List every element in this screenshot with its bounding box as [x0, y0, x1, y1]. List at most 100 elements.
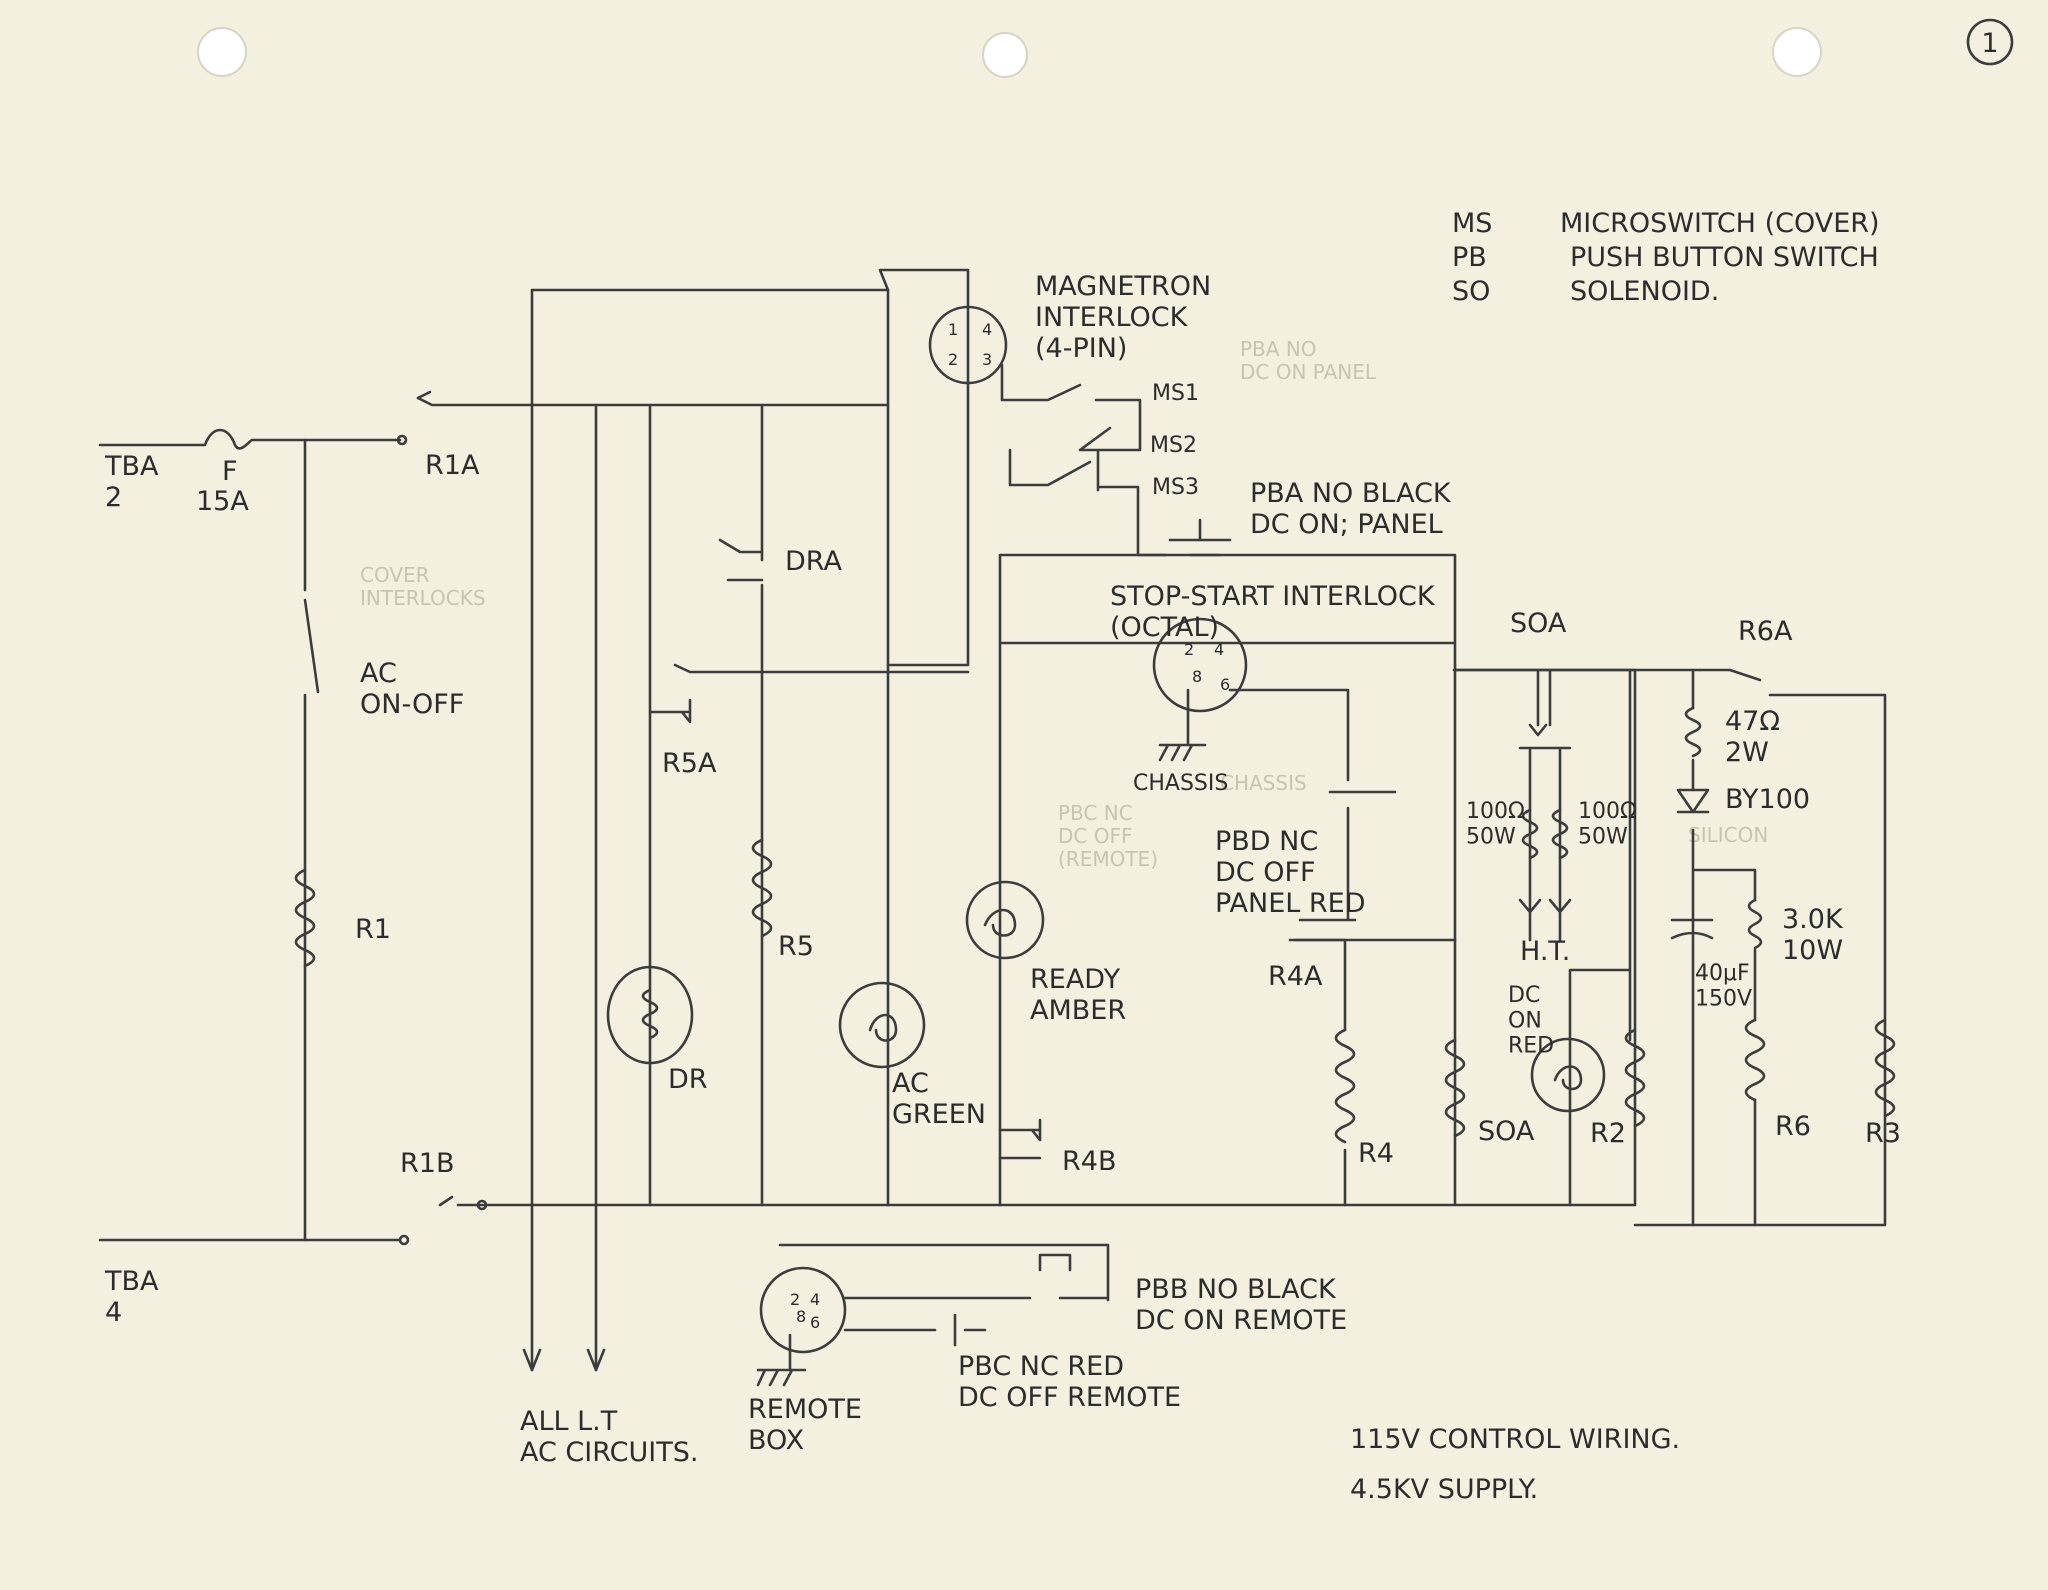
r1a-contact [396, 434, 408, 446]
r6-branch [1670, 668, 1757, 1227]
mag-pin-2: 2 [948, 350, 958, 369]
label-line: ALL L.T [520, 1406, 618, 1437]
label-line: 2 [105, 482, 122, 513]
label-ms3: MS3 [1152, 475, 1199, 500]
r5-coil [751, 838, 773, 938]
r6a-wiring [1633, 668, 1887, 1227]
ac-lamp-filament [868, 1013, 898, 1042]
octal-pin-2: 2 [1184, 640, 1194, 659]
r1b-contact-left [398, 1234, 410, 1246]
label-line: 10W [1782, 935, 1843, 966]
label-r1a: R1A [425, 450, 480, 481]
pbd-wiring [1228, 688, 1457, 942]
label-line: PBD NC [1215, 826, 1318, 857]
r2-coil [1624, 1028, 1646, 1128]
remote-pin-2: 2 [790, 1290, 800, 1309]
magnetron-connector [928, 305, 1008, 385]
top-bus [416, 396, 890, 407]
label-chassis: CHASSIS [1133, 771, 1228, 796]
label-stop-start: STOP-START INTERLOCK(OCTAL) [1110, 581, 1436, 643]
mag-pin-4: 4 [982, 320, 992, 339]
legend: MS MICROSWITCH (COVER) PB PUSH BUTTON SW… [1452, 208, 1880, 307]
dc-on-filament [1553, 1065, 1583, 1091]
r1b-contact-right [476, 1199, 488, 1211]
label-line: PBA NO BLACK [1250, 478, 1452, 509]
r4b-contact [998, 1118, 1042, 1160]
label-supply: 4.5KV SUPPLY. [1350, 1474, 1538, 1505]
label-line: READY [1030, 964, 1121, 995]
faint-note-silicon: SILICON [1688, 823, 1768, 847]
label-ms1: MS1 [1152, 381, 1199, 406]
by100-diode [1676, 788, 1710, 814]
label-dr: DR [668, 1064, 708, 1095]
label-r4b: R4B [1062, 1146, 1116, 1177]
ht-resistors [1521, 808, 1569, 860]
label-line: AMBER [1030, 995, 1126, 1026]
label-line: 50W [1466, 824, 1516, 849]
dr-lamp [606, 965, 694, 1065]
label-line: PBB NO BLACK [1135, 1274, 1337, 1305]
label-line: RED [1508, 1034, 1554, 1059]
r6-series-resistor [1684, 706, 1702, 758]
label-line: DC [1508, 983, 1540, 1008]
octal-pin-8: 8 [1192, 667, 1202, 686]
octal-pin-6: 6 [1220, 675, 1230, 694]
octal-pin-4: 4 [1214, 640, 1224, 659]
remote-wiring [756, 1243, 1110, 1387]
r1-branch [303, 438, 320, 1242]
ready-lamp-filament [983, 908, 1017, 937]
label-line: BOX [748, 1425, 804, 1456]
legend-abbr-so: SO [1452, 276, 1490, 307]
label-line: 40μF [1695, 961, 1750, 986]
label-line: GREEN [892, 1099, 986, 1130]
legend-text-pb: PUSH BUTTON SWITCH [1570, 242, 1879, 273]
r4-wiring [1288, 938, 1347, 1207]
label-r1b: R1B [400, 1148, 454, 1179]
ac-lamp [838, 981, 926, 1069]
page-number-circle [1966, 18, 2014, 66]
r4-coil [1334, 1028, 1356, 1144]
label-line: STOP-START INTERLOCK [1110, 581, 1436, 612]
label-line: TBA [104, 451, 159, 482]
label-line: PBC NC [1058, 801, 1133, 825]
octal-socket [1152, 617, 1248, 713]
remote-pin-8: 8 [796, 1307, 806, 1326]
label-r2: R2 [1590, 1118, 1626, 1149]
label-fuse-rating: 15A [196, 486, 249, 517]
label-line: (REMOTE) [1058, 847, 1158, 871]
label-line: 100Ω [1578, 799, 1637, 824]
label-line: AC [892, 1068, 929, 1099]
page-number: 1 [1981, 28, 1998, 59]
ready-lamp [965, 880, 1045, 960]
label-line: REMOTE [748, 1394, 862, 1425]
pba-button [1138, 518, 1232, 557]
r5a-contact [648, 663, 970, 724]
label-diode: BY100 [1725, 784, 1810, 815]
label-line: 47Ω [1725, 706, 1780, 737]
legend-abbr-ms: MS [1452, 208, 1492, 239]
label-line: DC OFF [1058, 824, 1132, 848]
label-soa-top: SOA [1510, 608, 1567, 639]
label-line: DC ON; PANEL [1250, 509, 1443, 540]
label-r4a: R4A [1268, 961, 1323, 992]
dra-contact [718, 538, 764, 582]
label-dra: DRA [785, 546, 842, 577]
magnetron-loop [530, 268, 970, 667]
label-line: 3.0K [1782, 904, 1844, 935]
label-line: COVER [360, 563, 430, 587]
legend-text-ms: MICROSWITCH (COVER) [1560, 208, 1880, 239]
r1-coil [294, 868, 316, 968]
